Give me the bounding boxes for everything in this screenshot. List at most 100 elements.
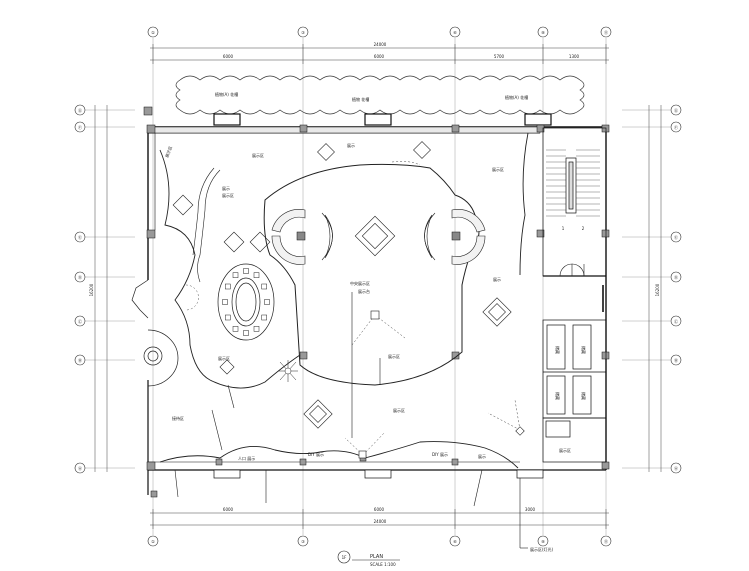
grid-bubbles-left	[74, 104, 86, 474]
stair-treads	[546, 149, 600, 217]
grid-bubbles-bottom	[147, 535, 612, 547]
curved-wall-bottom	[159, 441, 519, 469]
col-label: ①	[151, 30, 155, 35]
stair-core	[542, 127, 607, 277]
service-room-labels: 储藏 储藏 储藏 储藏 展示区	[555, 346, 587, 453]
island-curved-benches	[271, 209, 486, 265]
leader-lines	[174, 292, 528, 549]
label-top-left: 展示区	[163, 145, 173, 158]
room-label: 储藏	[555, 346, 561, 354]
col-label: ⑪	[604, 538, 608, 544]
grid-column-labels-top: ① ③ ⑥ ⑨ ⑪	[151, 29, 608, 35]
light-beam-lines	[344, 161, 521, 456]
service-rooms	[542, 285, 607, 463]
label-entrance-far: 展示	[478, 453, 486, 459]
stair-step-1: 1	[562, 226, 565, 231]
row-label: Ⓒ	[78, 318, 82, 324]
col-label: ⑥	[453, 539, 457, 544]
grid-column-labels-bottom: ① ③ ⑥ ⑨ ⑪	[151, 538, 608, 544]
left-entry-bump	[131, 279, 149, 319]
dim-top-seg: 1300	[569, 54, 580, 59]
label-center: 中央展示区	[350, 280, 370, 286]
corner-round-display	[143, 329, 179, 387]
area-labels: 展示区 展示区 展示 展示区 展示 中央展示区 展示台 展示 展示区 展示区 接…	[163, 142, 553, 552]
label-mid-left2: 展示区	[222, 192, 234, 198]
dim-top-seg: 6000	[374, 54, 385, 59]
row-label: Ⓓ	[78, 274, 82, 280]
dim-top-total: 24000	[374, 42, 387, 47]
hedge-label-left: 植物(A) 花槽	[215, 91, 238, 97]
stair-step-2: 2	[582, 226, 585, 231]
light-fixtures	[358, 310, 525, 459]
label-mid-left: 展示	[222, 185, 230, 191]
row-label: Ⓕ	[78, 124, 82, 130]
dim-bottom-total: 24000	[374, 519, 387, 524]
dim-bottom-seg: 3000	[525, 507, 536, 512]
dim-right-total: 16200	[655, 283, 660, 296]
grid-bubbles-right	[670, 104, 682, 474]
grid-lines	[85, 38, 670, 535]
label-pointer: 展示区	[388, 353, 400, 359]
row-label: Ⓐ	[78, 465, 82, 471]
plan-scale: SCALE 1:100	[370, 562, 396, 567]
col-label: ⑪	[604, 29, 608, 35]
room-label: 储藏	[581, 346, 587, 354]
stair-step-labels: 1 2	[562, 226, 585, 231]
row-label: Ⓐ	[674, 465, 678, 471]
col-label: ⑨	[541, 539, 545, 544]
dim-bottom-seg: 6000	[223, 507, 234, 512]
plan-title-block: 1F PLAN SCALE 1:100	[337, 550, 400, 567]
room-label: 储藏	[581, 392, 587, 400]
oval-table-chairs	[222, 268, 270, 336]
dim-top-seg: 6000	[223, 54, 234, 59]
row-label: Ⓑ	[674, 357, 678, 363]
room-label-lounge: 展示区	[559, 447, 571, 453]
row-label: Ⓑ	[78, 357, 82, 363]
hedge-label-mid: 植物 花槽	[352, 96, 369, 102]
col-label: ⑨	[541, 30, 545, 35]
hedge-label-right: 植物(A) 花槽	[505, 94, 528, 100]
plant-symbol	[278, 360, 298, 382]
dashed-circle-guide	[185, 284, 199, 311]
label-top-center: 展示	[347, 142, 355, 148]
curved-wall-left	[159, 149, 301, 389]
label-right2: 展示	[493, 276, 501, 282]
entrance-boxes	[213, 469, 544, 479]
room-label: 储藏	[555, 392, 561, 400]
plan-title: PLAN	[370, 554, 383, 560]
dim-top-seg: 5700	[494, 54, 505, 59]
label-bottom-center: 展示区	[393, 407, 405, 413]
label-center2: 展示台	[358, 288, 370, 294]
label-small-1: 展示区	[218, 355, 230, 361]
label-entrance-right: DIY 展示	[432, 451, 448, 457]
label-entrance-mid: DIY 展示	[308, 451, 324, 457]
col-label: ③	[301, 539, 305, 544]
row-label: Ⓒ	[674, 318, 678, 324]
col-label: ③	[301, 30, 305, 35]
label-footnote: 展示区(灯光)	[530, 546, 554, 552]
row-label: Ⓖ	[674, 107, 678, 113]
title-bubble: 1F	[342, 555, 348, 560]
hedge-outline	[175, 75, 585, 115]
dimension-texts: 24000 6000 6000 5700 1300 6000 6000 3000…	[89, 42, 660, 524]
stair-doors	[559, 263, 585, 277]
col-label: ①	[151, 539, 155, 544]
curved-wall-left-inner	[197, 169, 221, 283]
col-label: ⑥	[453, 30, 457, 35]
row-label: Ⓖ	[78, 107, 82, 113]
hedge-labels: 植物(A) 花槽 植物 花槽 植物(A) 花槽	[215, 91, 528, 102]
grid-row-labels-right: Ⓖ Ⓕ Ⓔ Ⓓ Ⓒ Ⓑ Ⓐ	[674, 107, 678, 471]
row-label: Ⓓ	[674, 274, 678, 280]
planter-boxes	[213, 113, 552, 126]
oval-meeting-table	[217, 263, 275, 341]
label-top: 展示区	[252, 152, 264, 158]
curved-wall-right	[519, 132, 529, 276]
island-columns	[296, 231, 461, 241]
label-entrance-left: 人口 展示	[238, 455, 255, 461]
dimension-lines	[94, 44, 662, 529]
label-right: 展示区	[492, 166, 504, 172]
grid-bubbles-top	[147, 26, 612, 38]
island-crescent-seats	[321, 212, 436, 261]
grid-row-labels-left: Ⓖ Ⓕ Ⓔ Ⓓ Ⓒ Ⓑ Ⓐ	[78, 107, 82, 471]
